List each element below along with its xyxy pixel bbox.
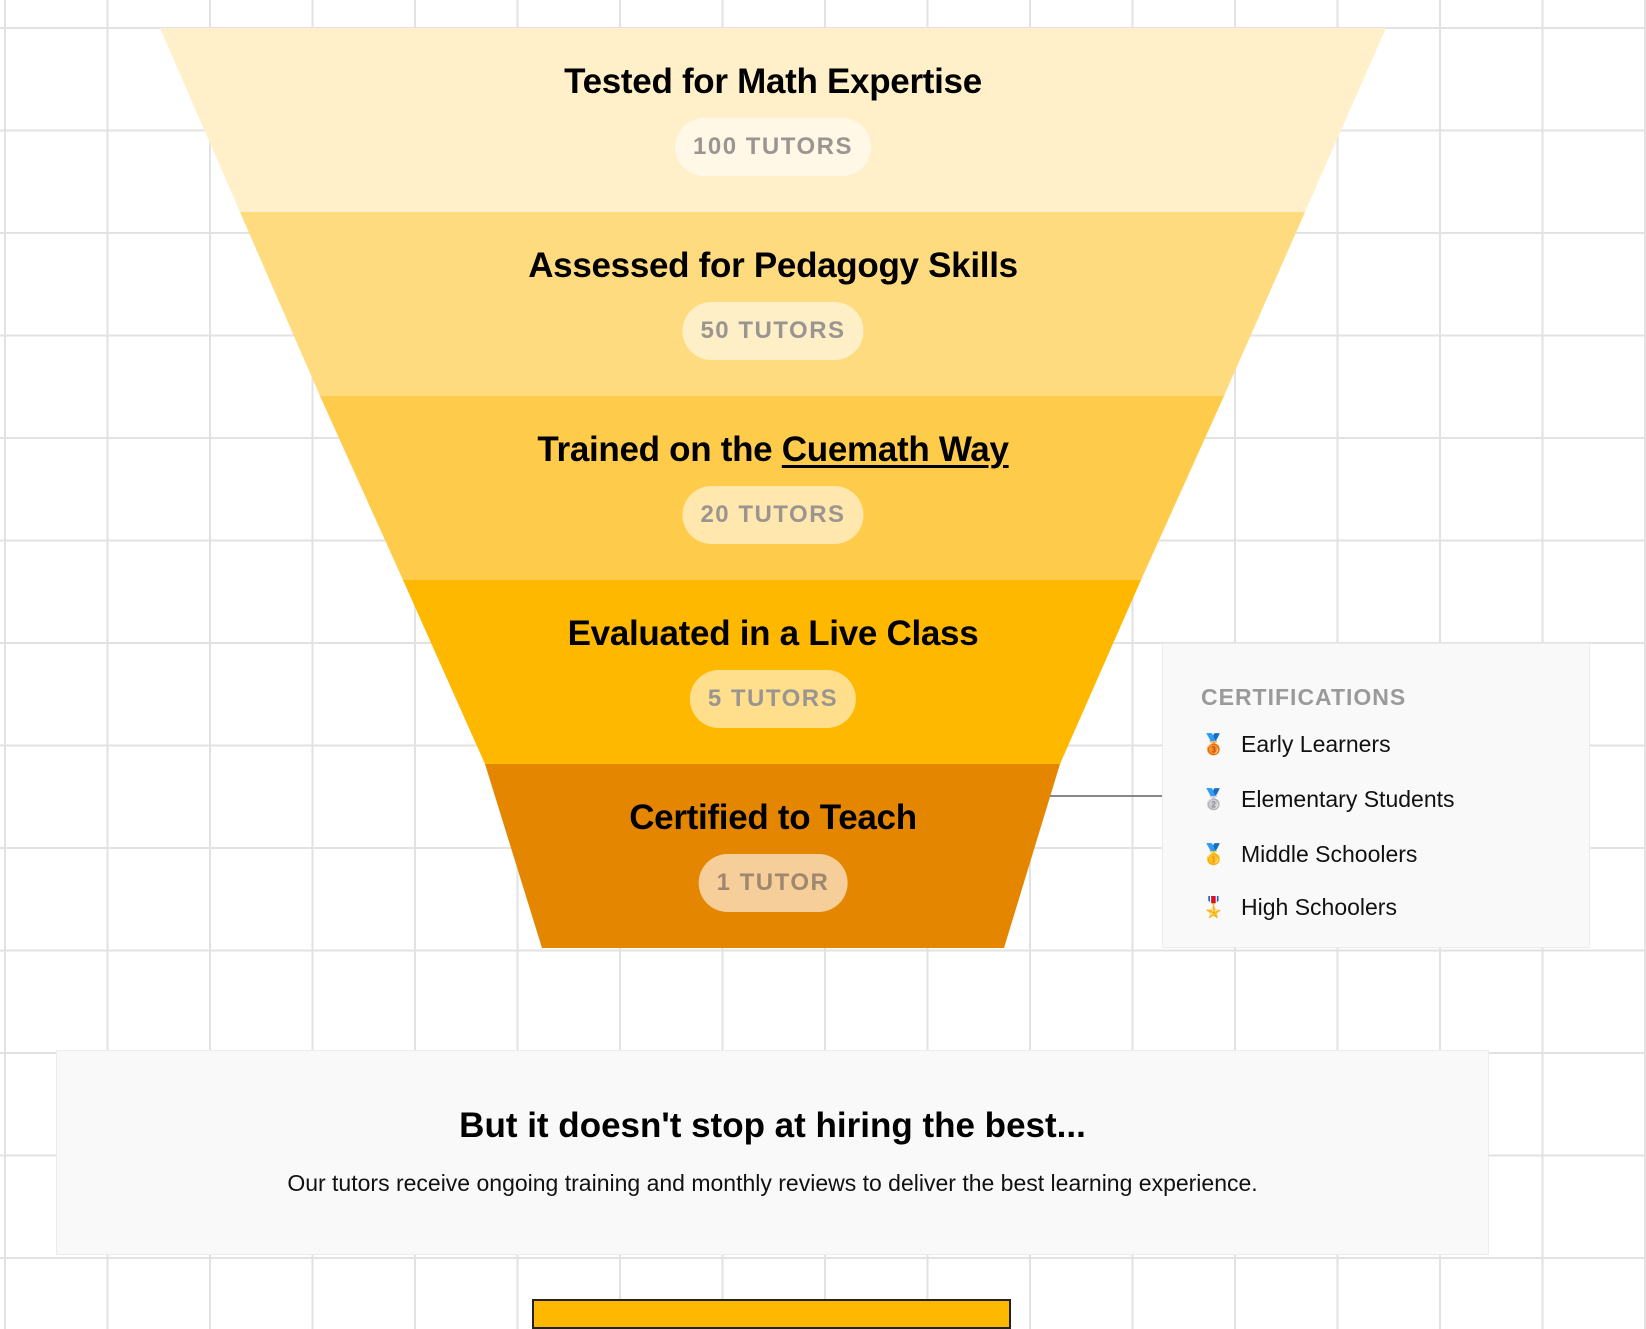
cert-label: Elementary Students (1241, 785, 1455, 812)
cert-item: 🥉 Early Learners (1201, 729, 1391, 759)
section-heading: But it doesn't stop at hiring the best..… (459, 1106, 1086, 1145)
bronze-medal-icon: 🥉 (1201, 733, 1226, 756)
cert-item: 🥇 Middle Schoolers (1201, 839, 1417, 869)
silver-medal-icon: 🥈 (1201, 788, 1226, 811)
stage-title: Tested for Math Expertise (564, 62, 982, 101)
stage-count-badge: 50 TUTORS (682, 302, 864, 360)
stage-title-prefix: Trained on the (537, 430, 782, 469)
cuemath-way-link[interactable]: Cuemath Way (781, 430, 1009, 469)
funnel-stage-live-class: Evaluated in a Live Class 5 TUTORS (403, 580, 1141, 764)
stage-count-badge: 5 TUTORS (689, 670, 857, 728)
funnel-stage-training: Trained on the Cuemath Way 20 TUTORS (320, 396, 1224, 580)
stage-count-badge: 100 TUTORS (675, 118, 871, 176)
stage-title: Certified to Teach (629, 798, 917, 837)
cert-item: 🎖️ High Schoolers (1201, 892, 1397, 922)
certifications-panel: CERTIFICATIONS 🥉 Early Learners 🥈 Elementa… (1162, 643, 1590, 948)
cert-label: Early Learners (1241, 730, 1391, 757)
stage-count-badge: 20 TUTORS (682, 486, 864, 544)
ongoing-training-section: But it doesn't stop at hiring the best..… (56, 1050, 1489, 1255)
funnel-stage-pedagogy: Assessed for Pedagogy Skills 50 TUTORS (240, 212, 1305, 396)
cert-label: High Schoolers (1241, 893, 1397, 920)
funnel-stage-math-expertise: Tested for Math Expertise 100 TUTORS (160, 28, 1386, 212)
cert-label: Middle Schoolers (1241, 840, 1418, 867)
stage-title: Assessed for Pedagogy Skills (528, 246, 1018, 285)
gold-medal-icon: 🥇 (1201, 843, 1226, 866)
certifications-title: CERTIFICATIONS (1201, 684, 1407, 710)
funnel-stage-certified: Certified to Teach 1 TUTOR (485, 764, 1060, 948)
military-medal-icon: 🎖️ (1201, 896, 1226, 919)
connector-line (1050, 795, 1162, 797)
stage-title: Trained on the Cuemath Way (320, 430, 1224, 470)
stage-title: Evaluated in a Live Class (567, 614, 979, 653)
section-text: Our tutors receive ongoing training and … (287, 1170, 1258, 1196)
stage-count-badge: 1 TUTOR (698, 854, 848, 912)
cert-item: 🥈 Elementary Students (1201, 784, 1455, 814)
